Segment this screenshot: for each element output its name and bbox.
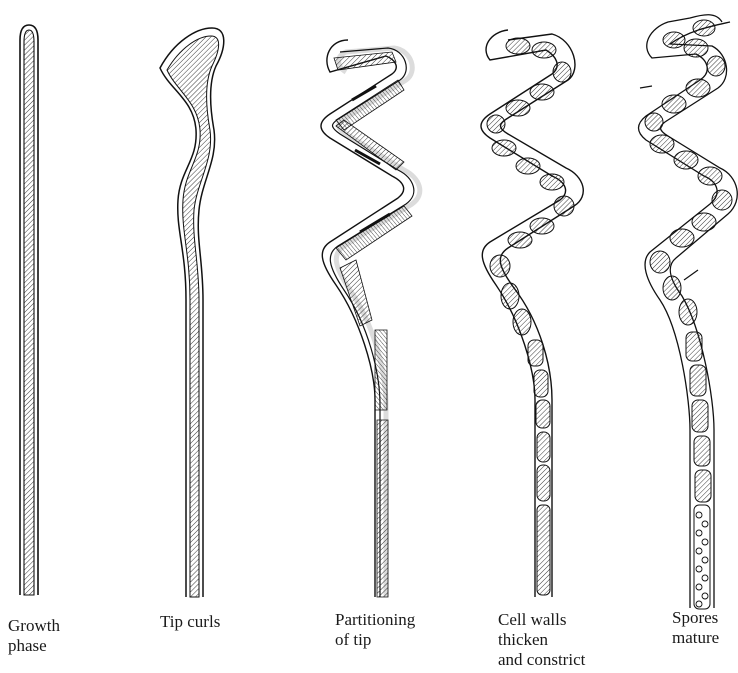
caption-growth-phase: Growth phase <box>8 616 60 656</box>
caption-cell-walls: Cell walls thicken and constrict <box>498 610 585 670</box>
caption-partitioning: Partitioning of tip <box>335 610 415 650</box>
caption-tip-curls: Tip curls <box>160 612 220 632</box>
caption-spores-mature: Spores mature <box>672 608 719 648</box>
hypha-cell-walls-thicken <box>481 30 583 597</box>
hypha-partitioning <box>321 40 420 597</box>
hypha-growth-phase <box>20 25 38 595</box>
hypha-tip-curls <box>160 28 224 597</box>
hypha-spores-mature <box>639 15 738 609</box>
